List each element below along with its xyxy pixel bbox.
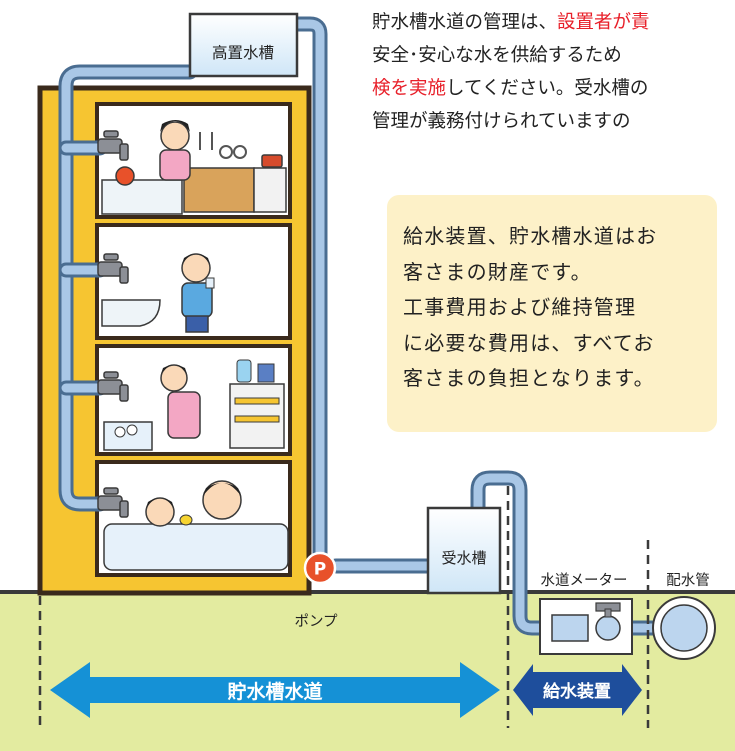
intro-line-2: 安全･安心な水を供給するため <box>372 45 622 66</box>
note-line: 客さまの負担となります。 <box>403 366 655 390</box>
pump: P <box>303 551 337 585</box>
intro-line-1-red: 設置者が責 <box>557 12 650 33</box>
laundry-scene-illustration <box>103 359 285 451</box>
storage-water-label: 貯水槽水道 <box>227 680 322 703</box>
intro-line-1: 貯水槽水道の管理は、設置者が責 <box>372 6 735 39</box>
faucet-icon <box>97 371 129 402</box>
intro-text: 貯水槽水道の管理は、設置者が責 安全･安心な水を供給するため 検を実施してくださ… <box>372 6 735 138</box>
boundary-lines <box>38 486 650 728</box>
note-line: に必要な費用は、すべてお <box>403 330 655 355</box>
kitchen-scene-illustration <box>101 120 287 215</box>
main-water-pipe <box>652 596 716 660</box>
bath-scene-illustration <box>103 480 289 571</box>
supply-device-range-arrow: 給水装置 <box>513 664 642 716</box>
note-line: 工事費用および維持管理 <box>403 295 637 319</box>
high-tank-label: 高置水槽 <box>212 44 274 62</box>
receiving-tank-label: 受水槽 <box>441 549 486 567</box>
high-water-tank: 高置水槽 <box>188 12 299 78</box>
pump-label: ポンプ <box>294 613 338 630</box>
intro-line-3-rest: してください。受水槽の <box>446 78 649 99</box>
intro-line-4: 管理が義務付けられていますの <box>372 111 631 132</box>
faucet-icon <box>97 253 129 284</box>
note-line: 給水装置、貯水槽水道はお <box>403 224 658 248</box>
cost-note-box: 給水装置、貯水槽水道はお 客さまの財産です。 工事費用および維持管理 に必要な費… <box>387 195 717 432</box>
main-pipe-label: 配水管 <box>666 572 710 589</box>
intro-line-3: 検を実施してください。受水槽の <box>372 72 735 105</box>
note-line: 客さまの財産です。 <box>403 259 592 284</box>
washroom-scene-illustration <box>101 253 215 333</box>
intro-line-1-prefix: 貯水槽水道の管理は、 <box>372 12 558 33</box>
faucet-icon <box>97 487 129 518</box>
faucet-icon <box>97 130 129 161</box>
water-meter <box>539 598 633 655</box>
storage-water-range-arrow: 貯水槽水道 <box>50 662 500 718</box>
receiving-water-tank: 受水槽 <box>426 506 502 595</box>
meter-label: 水道メーター <box>541 572 628 589</box>
supply-device-label: 給水装置 <box>543 681 611 702</box>
intro-line-3-red: 検を実施 <box>372 78 447 99</box>
pump-mark: P <box>314 560 326 580</box>
pipes <box>58 16 668 636</box>
